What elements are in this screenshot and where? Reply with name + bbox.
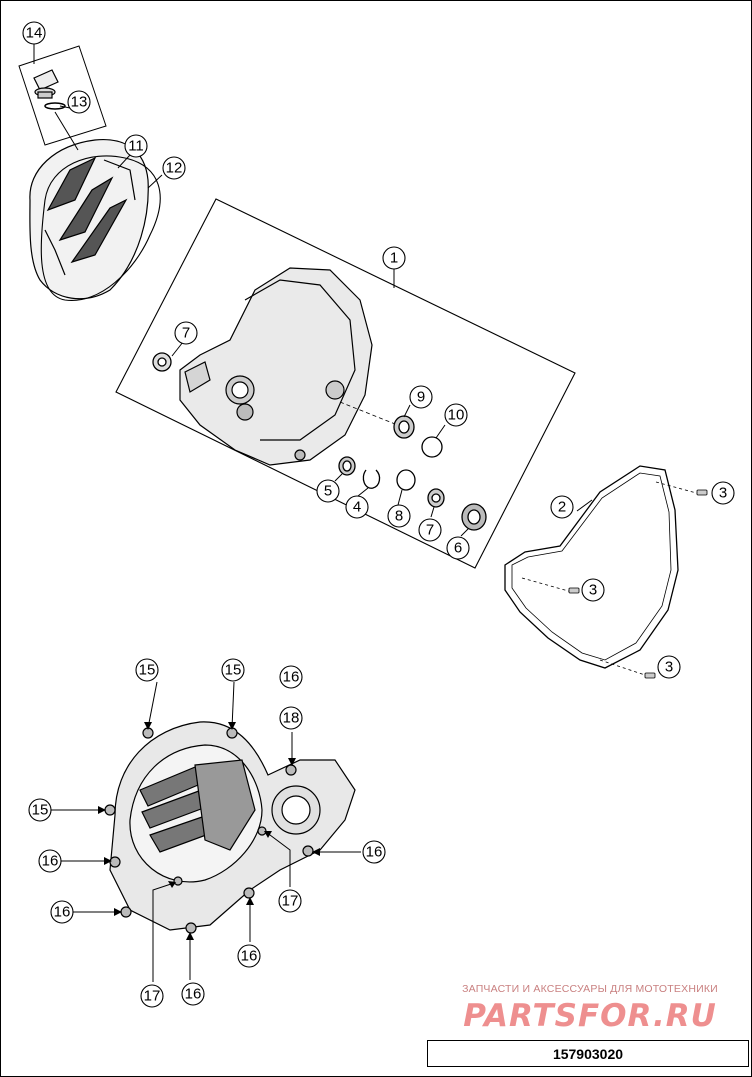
watermark-caption: ЗАПЧАСТИ И АКСЕССУАРЫ ДЛЯ МОТОТЕХНИКИ bbox=[462, 983, 718, 995]
filler-plug-group-box bbox=[18, 45, 107, 146]
callout-label-c7b: 7 bbox=[426, 522, 434, 539]
callout-label-c15b: 15 bbox=[225, 662, 242, 679]
callout-label-c12: 12 bbox=[166, 160, 183, 177]
callout-label-c3c: 3 bbox=[665, 659, 673, 676]
callout-label-c16d: 16 bbox=[366, 844, 383, 861]
callout-circles bbox=[22, 21, 735, 1008]
callout-label-c7a: 7 bbox=[182, 325, 190, 342]
callout-label-c16c: 16 bbox=[54, 904, 71, 921]
shaft-seal-7b bbox=[427, 488, 445, 508]
outer-cover-gasket bbox=[40, 155, 161, 301]
document-number: 157903020 bbox=[552, 1045, 624, 1062]
callout-label-c17b: 17 bbox=[144, 988, 161, 1005]
callout-label-c4: 4 bbox=[353, 499, 361, 516]
callout-label-c6: 6 bbox=[454, 540, 462, 557]
callout-label-c16f: 16 bbox=[185, 986, 202, 1003]
callout-label-c2: 2 bbox=[558, 499, 566, 516]
callout-label-c1: 1 bbox=[390, 250, 398, 267]
circlip-4 bbox=[362, 469, 381, 489]
callout-label-c15a: 15 bbox=[139, 662, 156, 679]
circlip-8 bbox=[396, 469, 416, 491]
shaft-seal-7a bbox=[152, 352, 172, 372]
circlip-10 bbox=[421, 436, 443, 458]
watermark-logo: PARTSFOR.RU bbox=[463, 998, 717, 1034]
callout-label-c17a: 17 bbox=[282, 893, 299, 910]
callout-label-c3b: 3 bbox=[589, 582, 597, 599]
callout-label-c3a: 3 bbox=[719, 485, 727, 502]
callout-label-c8: 8 bbox=[395, 508, 403, 525]
clutch-cover bbox=[179, 267, 373, 466]
callout-label-c16e: 16 bbox=[241, 948, 258, 965]
callout-label-c13: 13 bbox=[71, 94, 88, 111]
document-number-box: 157903020 bbox=[427, 1040, 749, 1067]
clutch-cover-gasket bbox=[504, 465, 679, 669]
assembled-cover-view bbox=[104, 721, 356, 934]
bearing-6 bbox=[461, 503, 487, 531]
callout-label-c15c: 15 bbox=[32, 802, 49, 819]
callout-label-c5: 5 bbox=[324, 483, 332, 500]
filler-plug bbox=[33, 69, 59, 99]
shaft-seal-5 bbox=[338, 456, 356, 476]
callout-label-c9: 9 bbox=[417, 389, 425, 406]
outer-clutch-cover bbox=[29, 138, 149, 300]
o-ring-plug bbox=[44, 102, 66, 110]
callout-label-c10: 10 bbox=[448, 407, 465, 424]
bearing-9 bbox=[393, 415, 415, 439]
callout-label-c18: 18 bbox=[283, 710, 300, 727]
leader-lines bbox=[33, 44, 593, 982]
callout-label-c14: 14 bbox=[26, 25, 43, 42]
callout-label-c16a: 16 bbox=[283, 669, 300, 686]
leader-arrowheads bbox=[98, 722, 320, 940]
callout-label-c16b: 16 bbox=[42, 853, 59, 870]
callout-label-c11: 11 bbox=[128, 138, 144, 155]
dowel-pins bbox=[521, 481, 708, 679]
assembly-group-box bbox=[115, 198, 576, 569]
